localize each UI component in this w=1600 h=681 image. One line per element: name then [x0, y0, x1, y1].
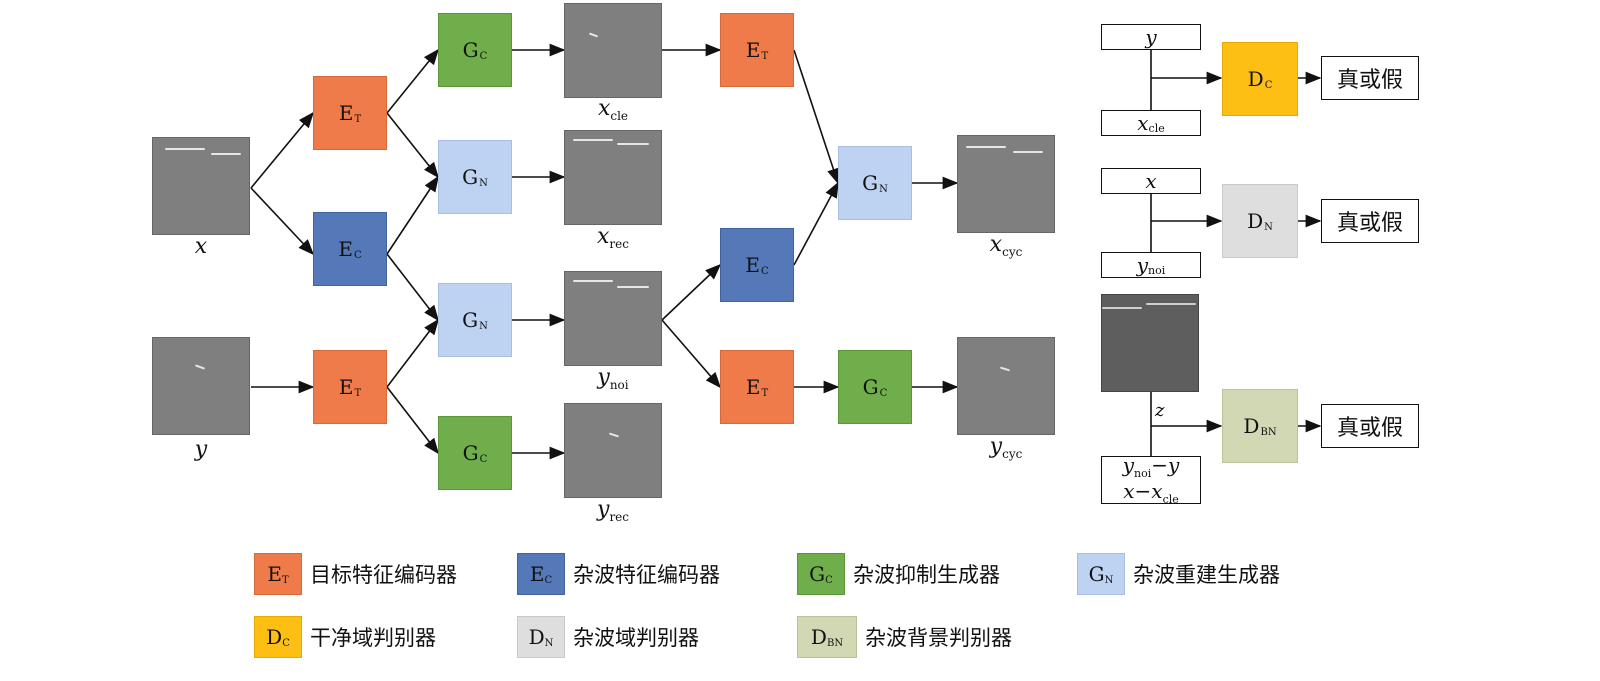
label-x-rec: xrec	[597, 224, 629, 251]
arrow-x-to-et	[250, 111, 315, 189]
label-y-rec: yrec	[597, 497, 629, 524]
arrow-et-to-gn-cyc	[793, 49, 840, 185]
label-z: z	[1155, 400, 1165, 421]
arrow-et-to-gc-bottom	[386, 386, 439, 455]
label-x-cle: xcle	[597, 96, 629, 123]
image-y-cyc	[957, 337, 1055, 435]
arrow-ec-to-gn-2	[386, 253, 439, 322]
arrow-et-to-gn-1	[386, 112, 439, 179]
image-y-noi	[564, 271, 662, 366]
arrow-ec-to-gn-cyc	[793, 181, 839, 266]
arrow-et-to-gn-2	[386, 318, 439, 388]
image-x	[152, 137, 250, 235]
image-x-rec	[564, 130, 662, 225]
dbn-input-diffs: ynoi−y x−xcle	[1101, 454, 1201, 506]
dn-output: 真或假	[1321, 199, 1419, 243]
arrow-x-to-ec	[250, 187, 315, 256]
image-x-cle	[564, 3, 662, 98]
label-y: y	[194, 437, 208, 462]
image-y-rec	[564, 403, 662, 498]
arrow-et-to-gc-top	[386, 48, 440, 114]
dc-input-y: y	[1101, 24, 1201, 50]
image-z	[1101, 294, 1199, 392]
label-y-noi: ynoi	[597, 365, 629, 392]
label-x-cyc: xcyc	[989, 232, 1023, 259]
image-y	[152, 337, 250, 435]
image-x-cyc	[957, 135, 1055, 233]
label-x: x	[194, 234, 208, 259]
label-y-cyc: ycyc	[989, 434, 1023, 461]
dn-input-x: x	[1101, 168, 1201, 194]
dc-output: 真或假	[1321, 56, 1419, 100]
arrow-ec-to-gn-1	[386, 175, 439, 255]
dbn-output: 真或假	[1321, 404, 1419, 448]
arrow-ynoi-to-ec	[661, 263, 722, 321]
arrow-ynoi-to-et	[661, 319, 722, 389]
